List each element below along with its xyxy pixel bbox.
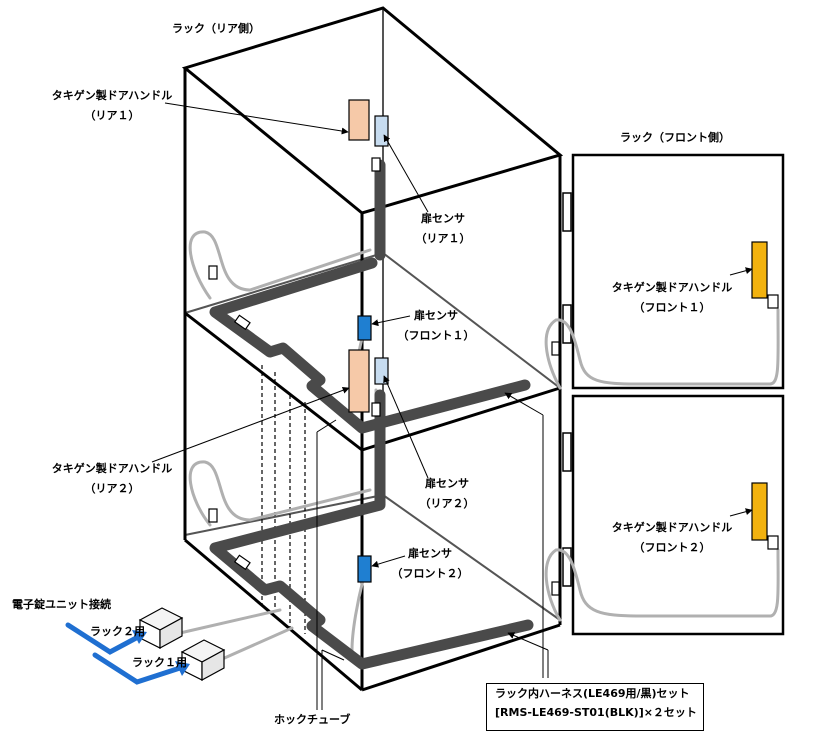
lock-unit-rack1-icon xyxy=(180,639,226,682)
harness-label: ラック内ハーネス(LE469用/黒)セット xyxy=(495,687,690,700)
sensor-rear1-sublabel: （リア１） xyxy=(415,232,471,245)
front2-sensor-icon xyxy=(357,555,372,583)
rack-frame xyxy=(181,6,564,692)
rack1-label: ラック１用 xyxy=(132,656,187,669)
handle-front2-label: タキゲン製ドアハンドル xyxy=(611,521,733,534)
arrow-head-rack2 xyxy=(132,630,147,644)
handle-front1-label: タキゲン製ドアハンドル xyxy=(611,281,733,294)
sensor-front1-label: 扉センサ xyxy=(414,309,458,322)
harness-model-label: [RMS-LE469-ST01(BLK)]×２セット xyxy=(495,706,697,719)
rack-frame-back xyxy=(184,8,561,621)
hock-tube-label: ホックチューブ xyxy=(274,713,351,726)
sensor-rear2-label: 扉センサ xyxy=(425,477,469,490)
arrow-head-rack1 xyxy=(175,661,190,676)
sensor-front2-sublabel: （フロント２） xyxy=(391,567,469,580)
connectors xyxy=(208,157,779,596)
rack-front-label: ラック（フロント側） xyxy=(620,131,730,144)
front-doors xyxy=(571,153,785,636)
handle-rear1-sublabel: （リア１） xyxy=(84,109,140,122)
handle-rear1-label: タキゲン製ドアハンドル xyxy=(51,89,173,102)
hock-tube-guide xyxy=(261,365,306,634)
door-hinges xyxy=(562,192,572,587)
rack-rear-label: ラック（リア側） xyxy=(172,22,260,35)
rear1-sensor-icon xyxy=(374,115,389,147)
harness-set-box: ラック内ハーネス(LE469用/黒)セット [RMS-LE469-ST01(BL… xyxy=(486,683,704,731)
handle-rear2-label: タキゲン製ドアハンドル xyxy=(51,462,173,475)
front2-handle-icon xyxy=(751,482,768,541)
sensor-cables xyxy=(178,158,780,662)
handle-front1-sublabel: （フロント１） xyxy=(633,301,711,314)
rear1-handle-icon xyxy=(348,99,370,141)
lock-unit-label: 電子錠ユニット接続 xyxy=(12,598,111,611)
lock-unit-rack2-icon xyxy=(138,607,184,650)
rack2-label: ラック２用 xyxy=(90,625,145,638)
rear2-handle-icon xyxy=(348,349,370,413)
front1-sensor-icon xyxy=(357,315,372,341)
lock-connection-arrows xyxy=(65,622,183,685)
hock-tubes xyxy=(209,159,534,670)
sensor-front2-label: 扉センサ xyxy=(408,547,452,560)
handle-front2-sublabel: （フロント２） xyxy=(633,541,711,554)
front1-handle-icon xyxy=(751,241,768,299)
handle-rear2-sublabel: （リア２） xyxy=(84,482,140,495)
leader-lines xyxy=(151,102,753,710)
sensor-front1-sublabel: （フロント１） xyxy=(397,329,475,342)
sensor-rear1-label: 扉センサ xyxy=(421,212,465,225)
sensor-rear2-sublabel: （リア２） xyxy=(419,497,475,510)
